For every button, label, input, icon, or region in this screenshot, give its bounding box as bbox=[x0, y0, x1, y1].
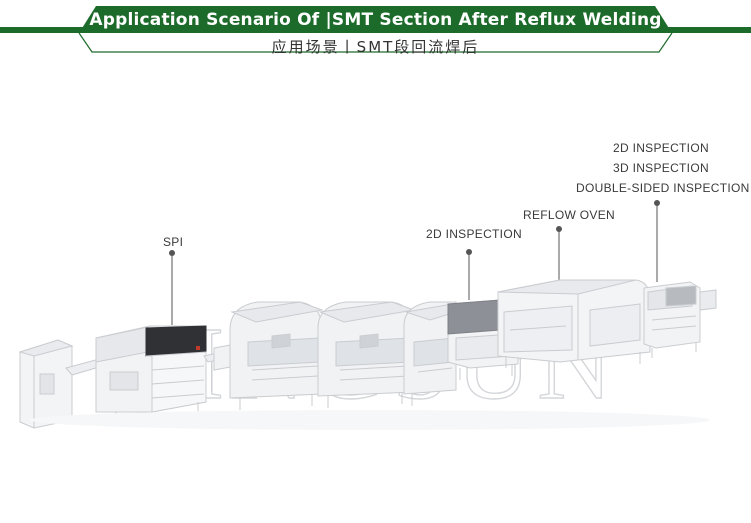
page-subtitle: 应用场景丨SMT段回流焊后 bbox=[271, 38, 480, 56]
right-2d-inspection-label: 2D INSPECTION bbox=[613, 141, 709, 155]
mounter-machine-1 bbox=[229, 301, 324, 410]
reflow-oven-dot bbox=[556, 226, 562, 232]
right-3d-inspection-label: 3D INSPECTION bbox=[613, 161, 709, 175]
loader-machine bbox=[18, 339, 74, 429]
reflow-oven-machine bbox=[497, 279, 651, 368]
banner-main bbox=[79, 6, 672, 33]
pointer-lines bbox=[171, 203, 658, 325]
banner-right-arm bbox=[655, 27, 751, 33]
right-inspection-dot bbox=[654, 200, 660, 206]
floor-shadow bbox=[30, 410, 710, 430]
double-sided-inspection-label: DOUBLE-SIDED INSPECTION bbox=[576, 181, 750, 195]
pointer-dots bbox=[169, 200, 660, 256]
header-banner bbox=[0, 6, 751, 53]
spi-label: SPI bbox=[163, 235, 184, 249]
spi-dot bbox=[169, 250, 175, 256]
inspection-2d-left-label: 2D INSPECTION bbox=[426, 227, 522, 241]
mounter-machine-2 bbox=[317, 301, 416, 408]
banner-outline bbox=[78, 32, 673, 53]
spi-dark-panel bbox=[145, 325, 207, 357]
inspection-2d-left-dot bbox=[466, 249, 472, 255]
banner-left-arm bbox=[0, 27, 96, 33]
mounter-machine-3 bbox=[403, 301, 457, 406]
spi-machine bbox=[95, 325, 207, 424]
page-title: Application Scenario Of |SMT Section Aft… bbox=[89, 10, 662, 30]
right-inspection-machine bbox=[643, 281, 717, 358]
reflow-oven-label: REFLOW OVEN bbox=[523, 208, 615, 222]
